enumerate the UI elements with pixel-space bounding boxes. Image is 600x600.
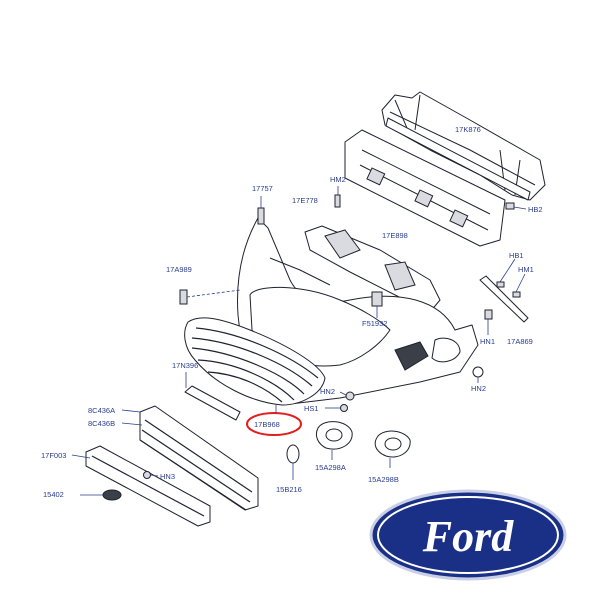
label-hn2-mid: HN2 <box>320 387 335 396</box>
fog-lamp-15b216 <box>286 444 300 480</box>
highlight-circle <box>246 412 302 436</box>
side-bracket-17a869 <box>479 258 529 323</box>
label-15a298b: 15A298B <box>368 475 399 484</box>
ford-logo-wordmark: Ford <box>422 512 514 561</box>
label-8c436a: 8C436A <box>88 406 115 415</box>
fog-lamp-bezel-left <box>315 421 353 460</box>
label-hm2-top: HM2 <box>330 175 346 184</box>
label-17a869: 17A869 <box>507 337 533 346</box>
fastener-17a989 <box>179 289 241 305</box>
label-15b216: 15B216 <box>276 485 302 494</box>
fog-lamp-bezel-right <box>374 430 411 468</box>
label-f51932: F51932 <box>362 319 387 328</box>
nut-hn2-right <box>472 366 484 383</box>
fastener-hm2-top <box>334 186 341 208</box>
label-17f003: 17F003 <box>41 451 66 460</box>
side-bracket-17757 <box>257 196 265 225</box>
ford-emblem-part <box>80 489 122 501</box>
label-hb1: HB1 <box>509 251 524 260</box>
upper-bracket <box>304 225 441 313</box>
label-17n396: 17N396 <box>172 361 198 370</box>
label-hn2-right: HN2 <box>471 384 486 393</box>
label-hn3: HN3 <box>160 472 175 481</box>
label-17k876: 17K876 <box>455 125 481 134</box>
nut-hn1 <box>484 309 493 335</box>
label-17b968: 17B968 <box>254 420 280 429</box>
label-17757: 17757 <box>252 184 273 193</box>
label-15402: 15402 <box>43 490 64 499</box>
label-17a989: 17A989 <box>166 265 192 274</box>
nut-hn3 <box>143 471 159 479</box>
lower-grille <box>139 405 259 511</box>
label-hn1: HN1 <box>480 337 495 346</box>
bracket-17n396 <box>184 372 241 421</box>
label-17e898: 17E898 <box>382 231 408 240</box>
label-hm1: HM1 <box>518 265 534 274</box>
energy-absorber <box>344 129 506 247</box>
upper-grille <box>184 317 326 406</box>
clip-f51932 <box>371 291 383 318</box>
lower-grille-front <box>85 445 211 527</box>
label-hs1: HS1 <box>304 404 319 413</box>
bumper-reinforcement-beam <box>381 91 546 201</box>
fastener-hb2 <box>505 202 527 210</box>
label-15a298a: 15A298A <box>315 463 346 472</box>
label-17e778: 17E778 <box>292 196 318 205</box>
label-hb2: HB2 <box>528 205 543 214</box>
label-8c436b: 8C436B <box>88 419 115 428</box>
fasteners-hn2-hs1 <box>325 391 355 412</box>
ford-oval-logo: Ford <box>369 489 567 581</box>
